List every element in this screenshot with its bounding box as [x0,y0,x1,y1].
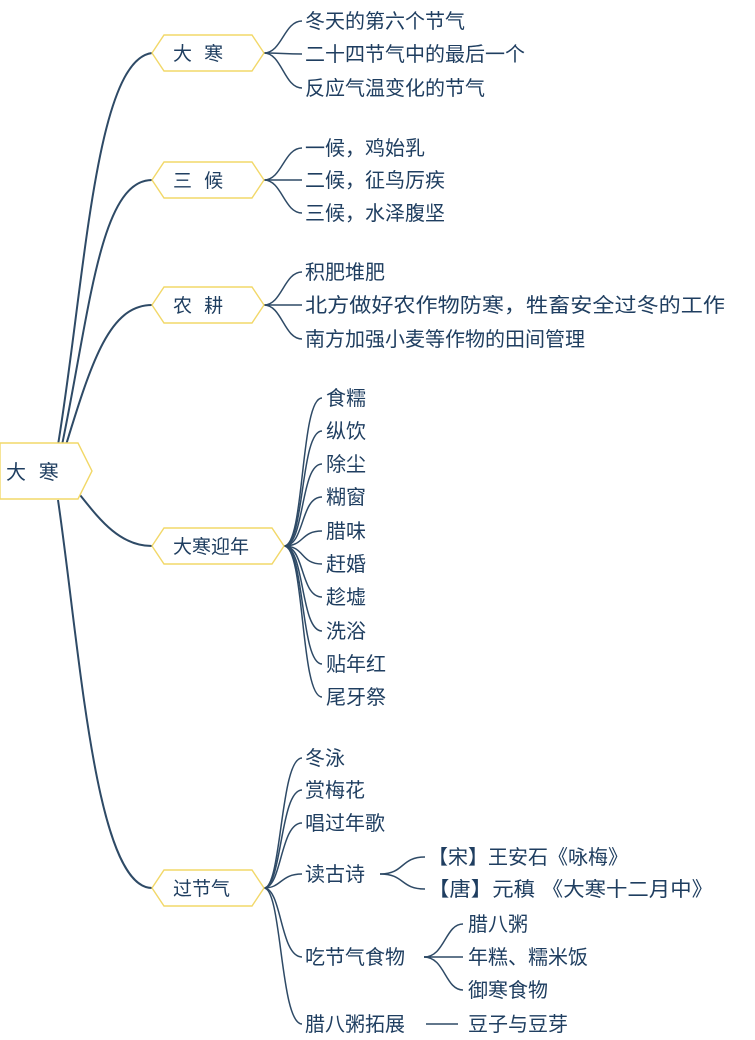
edge-root-b2 [65,304,153,446]
edge-b2-l2 [263,304,303,340]
branch-node-shape [151,161,265,199]
leaf-text: 除尘 [326,452,366,476]
leaf-text: 赶婚 [326,552,366,576]
sub-node-label: 读古诗 [305,862,365,886]
sub-node-label: 腊八粥拓展 [305,1012,405,1036]
leaf-text: 北方做好农作物防寒，牲畜安全过冬的工作 [305,293,725,317]
edge-poem-0 [379,856,426,875]
leaf-text: 洗浴 [326,619,366,643]
edge-b4-l5 [263,887,303,1025]
branch-node-label: 大寒迎年 [173,536,249,558]
edge-b4-l2 [263,822,303,889]
leaf-text: 二十四节气中的最后一个 [305,42,525,66]
edge-b3-l9 [283,545,323,698]
root-node-label: 大 寒 [6,460,59,484]
leaf-text: 腊味 [326,519,366,543]
leaf-text: 腊八粥 [468,912,528,936]
edge-b0-l2 [263,52,303,89]
leaf-text: 趁墟 [326,585,366,609]
leaf-text: 纵饮 [326,419,366,443]
branch-node-nonggeng[interactable]: 农 耕 [151,286,265,324]
leaf-text: 糊窗 [326,485,366,509]
edge-root-b1 [61,179,153,446]
leaf-text: 【唐】元稹 《大寒十二月中》 [428,877,713,901]
edge-b4-l0 [263,757,303,889]
branch-node-shape [151,286,265,324]
edge-b3-l4 [283,530,323,547]
leaf-text: 御寒食物 [468,978,548,1002]
branch-node-label: 大 寒 [173,43,223,65]
edge-root-b4 [57,499,153,889]
edge-b3-l1 [283,430,323,547]
leaf-text: 贴年红 [326,652,386,676]
edge-food-0 [423,923,464,958]
branch-node-sanhou[interactable]: 三 候 [151,161,265,199]
leaf-text: 二候，征鸟厉疾 [305,168,445,192]
edge-root-b3 [79,494,153,547]
leaf-text: 赏梅花 [305,778,365,802]
edge-b1-l0 [263,147,303,181]
edge-root-b0 [57,52,153,446]
leaf-text: 南方加强小麦等作物的田间管理 [305,327,585,351]
edge-b3-l3 [283,496,323,547]
leaf-text: 尾牙祭 [326,685,386,709]
leaf-text: 冬泳 [305,746,345,770]
leaf-text: 唱过年歌 [305,811,385,835]
edge-b1-l2 [263,179,303,214]
edge-b3-l2 [283,463,323,547]
leaf-text: 豆子与豆芽 [468,1012,568,1036]
connectors [57,20,464,1025]
branch-node-shape [151,527,285,565]
edge-b0-l0 [263,20,303,54]
leaf-text: 年糕、糯米饭 [468,945,588,969]
leaf-text: 冬天的第六个节气 [305,9,465,33]
leaf-text: 【宋】王安石《咏梅》 [428,845,628,869]
edge-b3-l0 [283,397,323,547]
branch-node-guojieqi[interactable]: 过节气 [151,869,265,907]
branch-node-dahan[interactable]: 大 寒 [151,34,265,72]
leaf-text: 食糯 [326,386,366,410]
edge-b4-l1 [263,789,303,889]
branch-node-shape [151,34,265,72]
root-node[interactable]: 大 寒 [0,442,93,500]
branch-node-dahanyingnian[interactable]: 大寒迎年 [151,527,285,565]
branch-node-label: 三 候 [173,170,223,192]
edge-b2-l0 [263,271,303,306]
edge-b4-l3 [263,873,303,889]
edge-poem-1 [379,873,426,890]
leaf-text: 三候，水泽腹坚 [305,201,445,225]
root-node-shape [0,442,93,500]
sub-node-label: 吃节气食物 [305,945,405,969]
edge-b4-l4 [263,887,303,958]
edge-food-2 [423,956,464,991]
edge-b3-l6 [283,545,323,598]
leaf-text: 反应气温变化的节气 [305,76,485,100]
leaf-text: 一候，鸡始乳 [305,136,425,160]
branch-node-label: 过节气 [173,878,230,900]
branch-node-label: 农 耕 [173,295,223,317]
branch-node-shape [151,869,265,907]
leaf-text: 积肥堆肥 [305,260,385,284]
